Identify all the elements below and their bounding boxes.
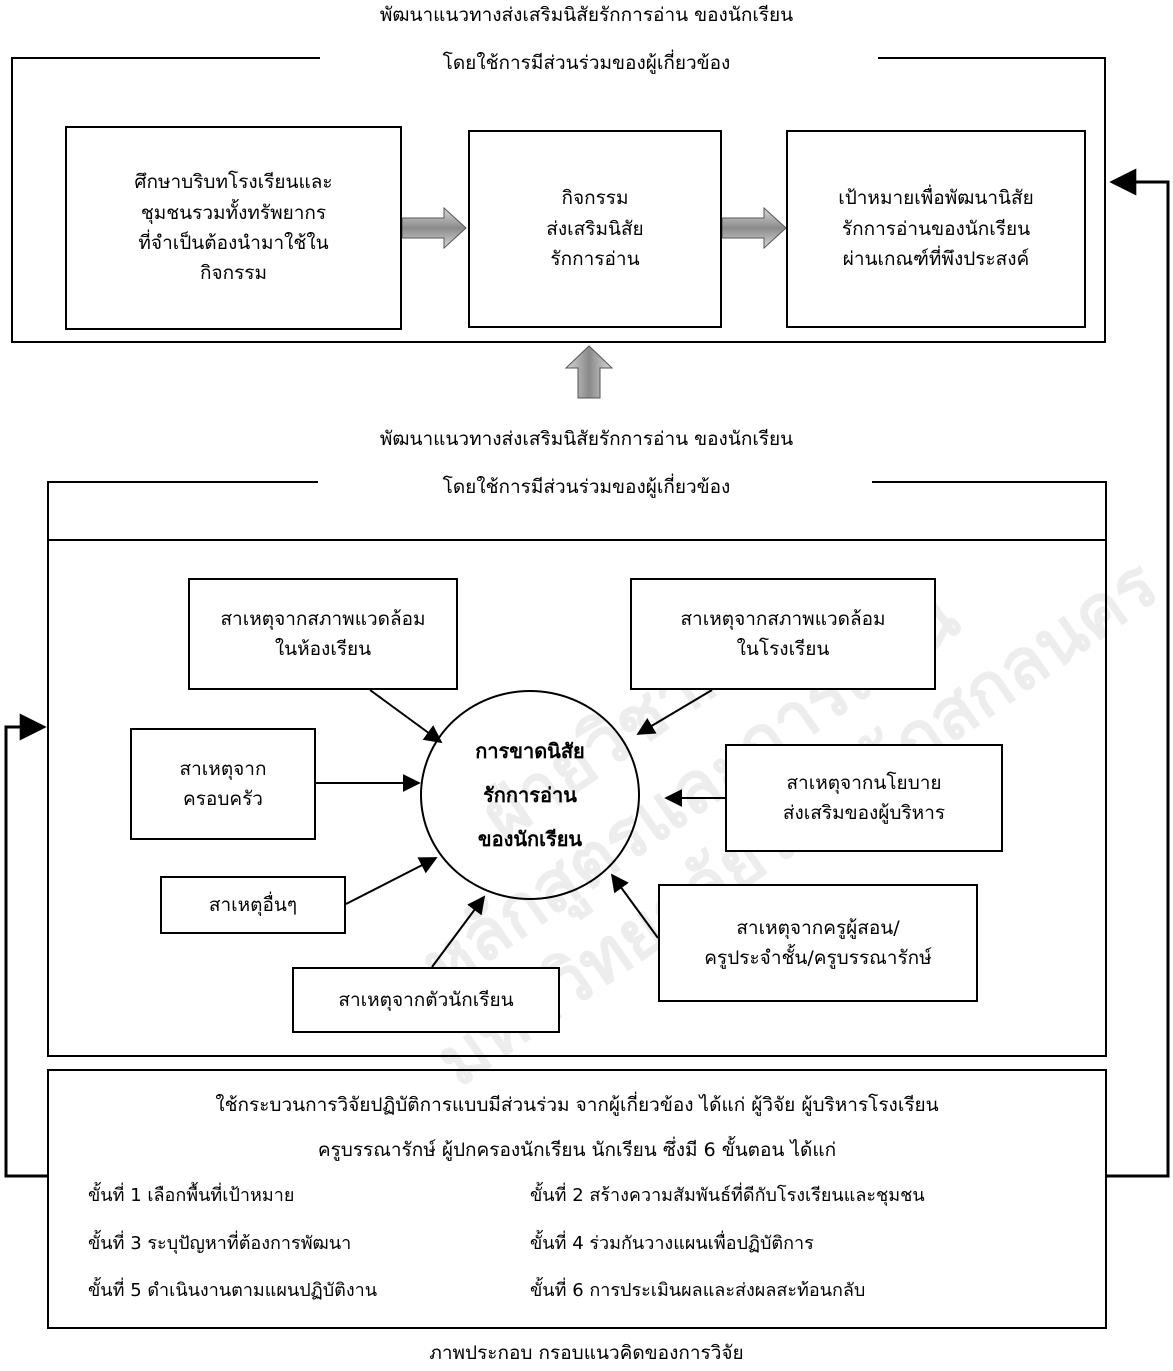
box-line: รักการอ่านของนักเรียน [841,217,1031,240]
block-arrow-right-1 [401,206,467,250]
box-line: กิจกรรม [199,262,268,285]
box-study-context: ศึกษาบริบทโรงเรียนและ ชุมชนรวมทั้งทรัพยา… [65,126,402,330]
center-line: การขาดนิสัย [475,739,585,763]
center-problem-ellipse: การขาดนิสัย รักการอ่าน ของนักเรียน [420,690,640,900]
middle-title-line2: โดยใช้การมีส่วนร่วมของผู้เกี่ยวข้อง [442,476,731,498]
right-feedback-line [1106,168,1170,1178]
box-line: สาเหตุจากสภาพแวดล้อม [680,607,886,630]
block-arrow-right-2 [721,206,787,250]
box-cause-school: สาเหตุจากสภาพแวดล้อม ในโรงเรียน [630,578,936,690]
box-cause-classroom: สาเหตุจากสภาพแวดล้อม ในห้องเรียน [188,578,458,690]
box-line: สาเหตุจากสภาพแวดล้อม [220,607,426,630]
arrow-classroom [369,689,443,744]
step-6: ขั้นที่ 6 การประเมินผลและส่งผลสะท้อนกลับ [530,1280,866,1301]
box-cause-policy: สาเหตุจากนโยบาย ส่งเสริมของผู้บริหาร [725,744,1003,852]
box-line: รักการอ่าน [550,248,640,271]
bottom-intro-line1: ใช้กระบวนการวิจัยปฏิบัติการแบบมีส่วนร่วม… [215,1094,939,1116]
step-4: ขั้นที่ 4 ร่วมกันวางแผนเพื่อปฏิบัติการ [530,1233,814,1254]
box-line: ผ่านเกณฑ์ที่พึงประสงค์ [842,248,1030,271]
figure-caption: ภาพประกอบ กรอบแนวคิดของการวิจัย [429,1342,744,1364]
box-activity: กิจกรรม ส่งเสริมนิสัย รักการอ่าน [468,130,722,328]
arrow-school [636,689,713,735]
box-line: ศึกษาบริบทโรงเรียนและ [134,171,333,194]
box-cause-student: สาเหตุจากตัวนักเรียน [292,967,560,1033]
box-cause-teacher: สาเหตุจากครูผู้สอน/ ครูประจำชั้น/ครูบรรณ… [658,884,978,1002]
box-line: ในห้องเรียน [274,638,372,660]
left-feedback-line [4,713,48,1178]
box-line: ที่จำเป็นต้องนำมาใช้ใน [138,232,329,254]
box-line: ชุมชนรวมทั้งทรัพยากร [140,201,327,224]
box-line: สาเหตุจากตัวนักเรียน [338,988,514,1011]
bottom-frame [47,1069,1107,1329]
middle-title-line1: พัฒนาแนวทางส่งเสริมนิสัยรักการอ่าน ของนั… [379,428,794,450]
top-title-line2: โดยใช้การมีส่วนร่วมของผู้เกี่ยวข้อง [442,52,731,74]
middle-frame [47,481,1107,1057]
block-arrow-up [564,345,614,399]
box-line: ในโรงเรียน [736,638,830,660]
top-title-line1: พัฒนาแนวทางส่งเสริมนิสัยรักการอ่าน ของนั… [379,4,794,26]
box-line: ส่งเสริมของผู้บริหาร [782,802,946,824]
box-goal: เป้าหมายเพื่อพัฒนานิสัย รักการอ่านของนัก… [786,130,1086,328]
box-line: ครูประจำชั้น/ครูบรรณารักษ์ [704,947,932,969]
box-line: สาเหตุจากครูผู้สอน/ [736,916,900,939]
box-line: ส่งเสริมนิสัย [546,217,644,240]
box-line: ครอบครัว [183,788,263,810]
box-cause-family: สาเหตุจาก ครอบครัว [130,728,316,840]
top-frame [11,57,1106,343]
step-1: ขั้นที่ 1 เลือกพื้นที่เป้าหมาย [88,1185,295,1206]
step-3: ขั้นที่ 3 ระบุปัญหาที่ต้องการพัฒนา [88,1233,352,1254]
center-line: รักการอ่าน [483,783,577,807]
arrow-other [345,857,438,905]
step-2: ขั้นที่ 2 สร้างความสัมพันธ์ที่ดีกับโรงเร… [530,1185,925,1206]
arrow-teacher [610,873,659,939]
step-5: ขั้นที่ 5 ดำเนินงานตามแผนปฏิบัติงาน [88,1280,378,1301]
box-line: สาเหตุจากนโยบาย [786,771,942,794]
center-line: ของนักเรียน [477,827,583,851]
box-line: กิจกรรม [561,187,629,210]
box-line: เป้าหมายเพื่อพัฒนานิสัย [838,187,1034,210]
box-cause-other: สาเหตุอื่นๆ [160,876,346,934]
arrow-student [431,895,486,968]
bottom-intro-line2: ครูบรรณารักษ์ ผู้ปกครองนักเรียน นักเรียน… [317,1139,837,1161]
box-line: สาเหตุอื่นๆ [208,893,298,916]
box-line: สาเหตุจาก [179,757,267,780]
